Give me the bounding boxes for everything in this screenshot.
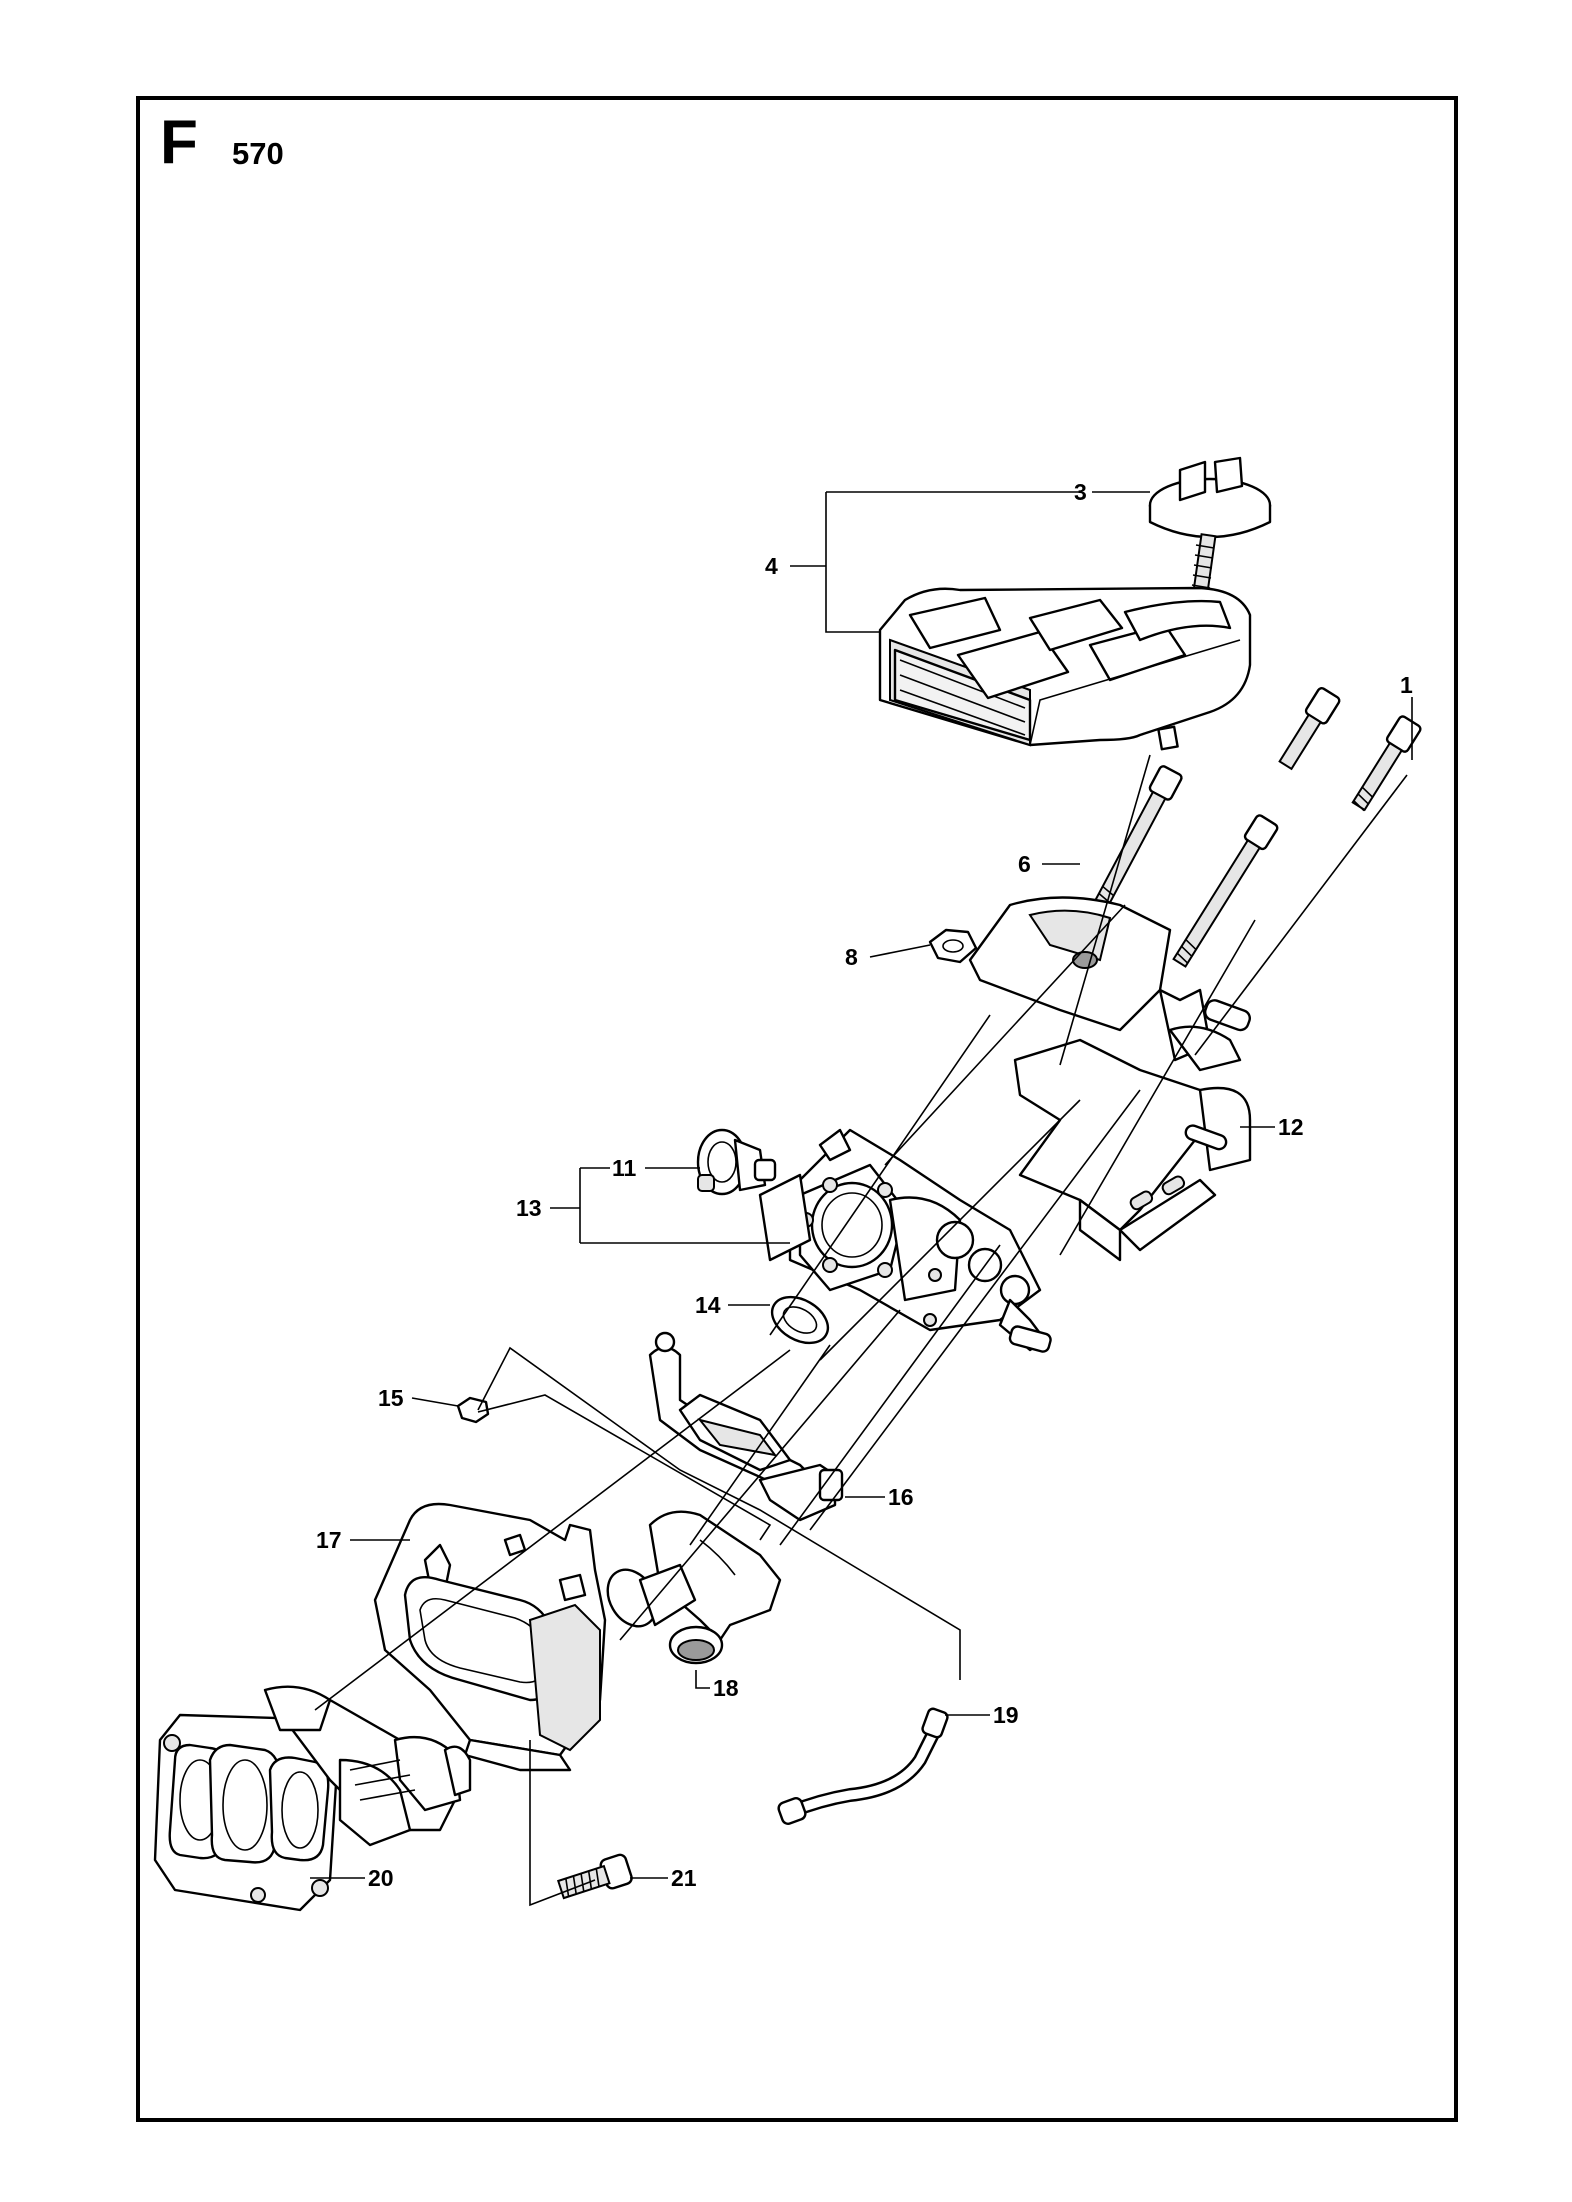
rubber-boot-icon [606,1510,782,1665]
callout-12: 12 [1278,1114,1304,1140]
intake-manifold-icon [153,1685,472,1912]
carburetor-gasket-icon [373,1502,607,1772]
air-filter-cover-icon [878,586,1252,751]
callout-16: 16 [888,1484,914,1510]
stud-bolt-icon [1090,765,1183,915]
model-number: 570 [232,136,284,171]
callout-3: 3 [1074,479,1087,505]
callout-19: 19 [993,1702,1019,1728]
assembly-lines [314,754,1408,1907]
callout-4: 4 [765,553,778,579]
callout-18: 18 [713,1675,739,1701]
leader-lines [310,491,1413,1879]
gasket-ring-icon [770,1295,830,1345]
carburetor-icon [758,1128,1052,1353]
callout-15: 15 [378,1385,404,1411]
callout-13: 13 [516,1195,542,1221]
long-bolt-icon [1172,686,1422,968]
wing-knob-icon [1148,456,1272,597]
callout-1: 1 [1400,672,1413,698]
fuel-hose-icon [777,1707,949,1825]
throttle-link-icon [648,1331,844,1522]
callout-labels: 1 3 4 6 8 11 12 13 14 15 16 17 18 19 20 … [316,479,1413,1891]
callout-20: 20 [368,1865,394,1891]
screw-icon [556,1853,633,1900]
callout-8: 8 [845,944,858,970]
callout-21: 21 [671,1865,697,1891]
primer-bulb-icon [696,1128,777,1196]
callout-11: 11 [612,1155,637,1181]
section-letter: F [160,108,198,177]
filter-holder-bracket-icon [968,896,1252,1262]
diagram-frame [136,96,1458,2122]
hex-nut-icon [928,928,978,964]
callout-17: 17 [316,1527,342,1553]
callout-14: 14 [695,1292,721,1318]
callout-6: 6 [1018,851,1031,877]
